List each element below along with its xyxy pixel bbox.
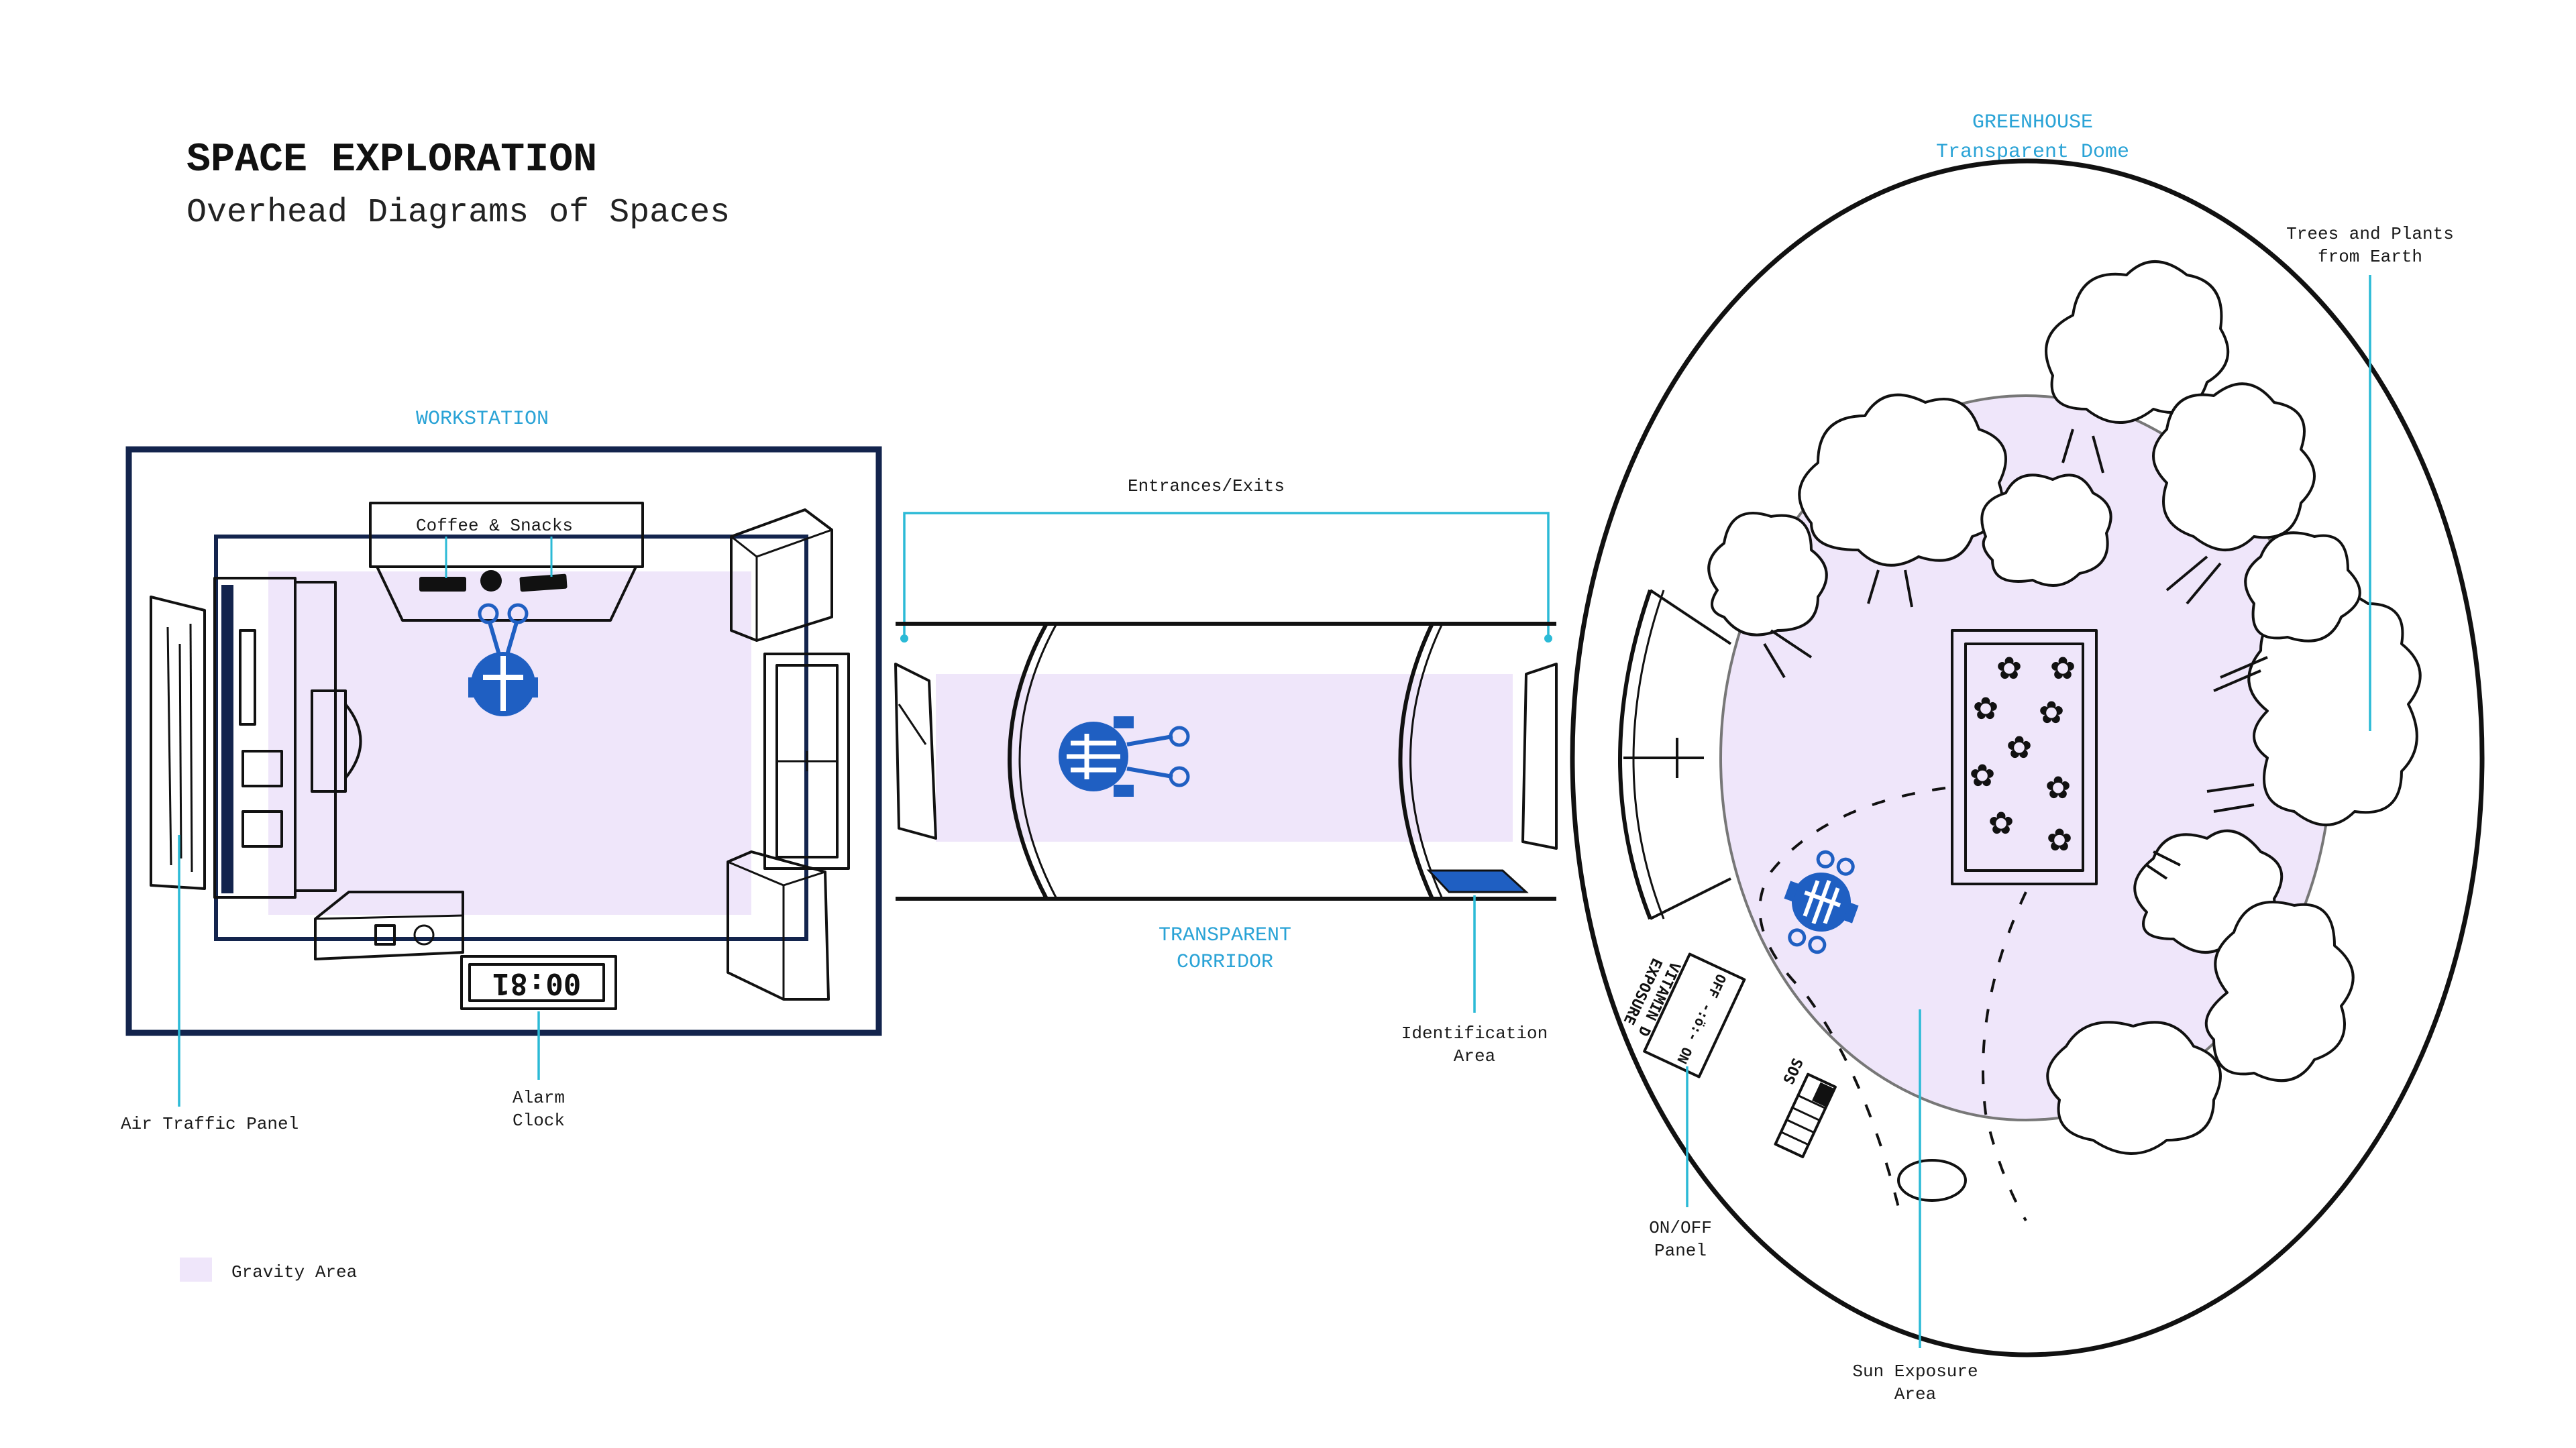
flower-icon: ✿	[2050, 650, 2076, 686]
trees-label-2: from Earth	[2318, 247, 2422, 267]
tree-icon	[1980, 474, 2112, 587]
cabinet-bottom	[727, 850, 830, 1001]
tree-icon	[1798, 393, 2007, 567]
door-icon	[763, 653, 850, 870]
tree-icon	[2204, 901, 2355, 1082]
identification-label-1: Identification	[1401, 1023, 1548, 1044]
alarm-clock: 00:81 Alarm Clock	[460, 955, 617, 1131]
greenhouse-dome: GREENHOUSE Transparent Dome ✿ ✿ ✿ ✿ ✿ ✿ …	[1570, 111, 2485, 1404]
flower-icon: ✿	[1996, 650, 2023, 686]
flower-bed: ✿ ✿ ✿ ✿ ✿ ✿ ✿ ✿ ✿	[1951, 629, 2098, 885]
workstation-room: WORKSTATION Coffee & Snacks	[121, 408, 882, 1134]
corridor-title-1: TRANSPARENT	[1159, 924, 1291, 947]
transparent-corridor: Entrances/Exits	[894, 476, 1558, 1066]
air-traffic-panel-label: Air Traffic Panel	[121, 1114, 299, 1134]
legend: Gravity Area	[180, 1258, 357, 1282]
workstation-title: WORKSTATION	[416, 408, 549, 431]
coffee-snacks-counter: Coffee & Snacks	[369, 502, 644, 622]
trees-label-1: Trees and Plants	[2286, 224, 2454, 244]
page-subtitle: Overhead Diagrams of Spaces	[186, 194, 730, 232]
tree-icon	[2046, 1021, 2222, 1155]
flower-icon: ✿	[1973, 690, 1999, 726]
identification-pad: Identification Area	[1401, 869, 1548, 1066]
identification-label-2: Area	[1454, 1046, 1495, 1066]
gravity-swatch	[180, 1258, 212, 1282]
flower-icon: ✿	[1970, 757, 1996, 793]
alarm-clock-label-1: Alarm	[513, 1088, 565, 1108]
entrances-bracket	[903, 512, 1550, 636]
flower-icon: ✿	[2006, 729, 2033, 765]
greenhouse-title-1: GREENHOUSE	[1972, 111, 2093, 134]
sun-exposure-label-2: Area	[1894, 1384, 1936, 1404]
desk	[213, 577, 362, 899]
tree-icon	[2045, 260, 2230, 424]
tree-icon	[2152, 382, 2316, 551]
flower-icon: ✿	[2039, 694, 2065, 730]
corridor-title-2: CORRIDOR	[1177, 951, 1273, 974]
robot-icon	[1059, 716, 1190, 797]
robot-icon	[468, 603, 538, 716]
robot-icon	[1784, 850, 1859, 954]
onoff-label-2: Panel	[1654, 1241, 1707, 1261]
corridor-gravity-area	[936, 674, 1513, 842]
control-box	[314, 891, 464, 960]
tree-icon	[1707, 512, 1828, 636]
air-traffic-panel: Air Traffic Panel	[121, 596, 299, 1134]
gravity-legend-label: Gravity Area	[231, 1262, 357, 1282]
workstation-outer-wall	[125, 446, 882, 1036]
coffee-snacks-label: Coffee & Snacks	[416, 516, 573, 536]
onoff-label-1: ON/OFF	[1649, 1218, 1712, 1238]
flower-icon: ✿	[1988, 805, 2015, 841]
page-title: SPACE EXPLORATION	[186, 137, 597, 183]
clock-display: 00:81	[492, 966, 581, 1001]
alarm-clock-label-2: Clock	[513, 1111, 565, 1131]
flower-icon: ✿	[2047, 822, 2073, 858]
cabinet-top	[730, 508, 833, 642]
tree-icon	[2244, 531, 2361, 643]
workstation-gravity-area	[268, 571, 751, 915]
flower-icon: ✿	[2045, 769, 2072, 805]
entrances-label: Entrances/Exits	[1128, 476, 1285, 496]
sun-exposure-label-1: Sun Exposure	[1852, 1361, 1978, 1382]
